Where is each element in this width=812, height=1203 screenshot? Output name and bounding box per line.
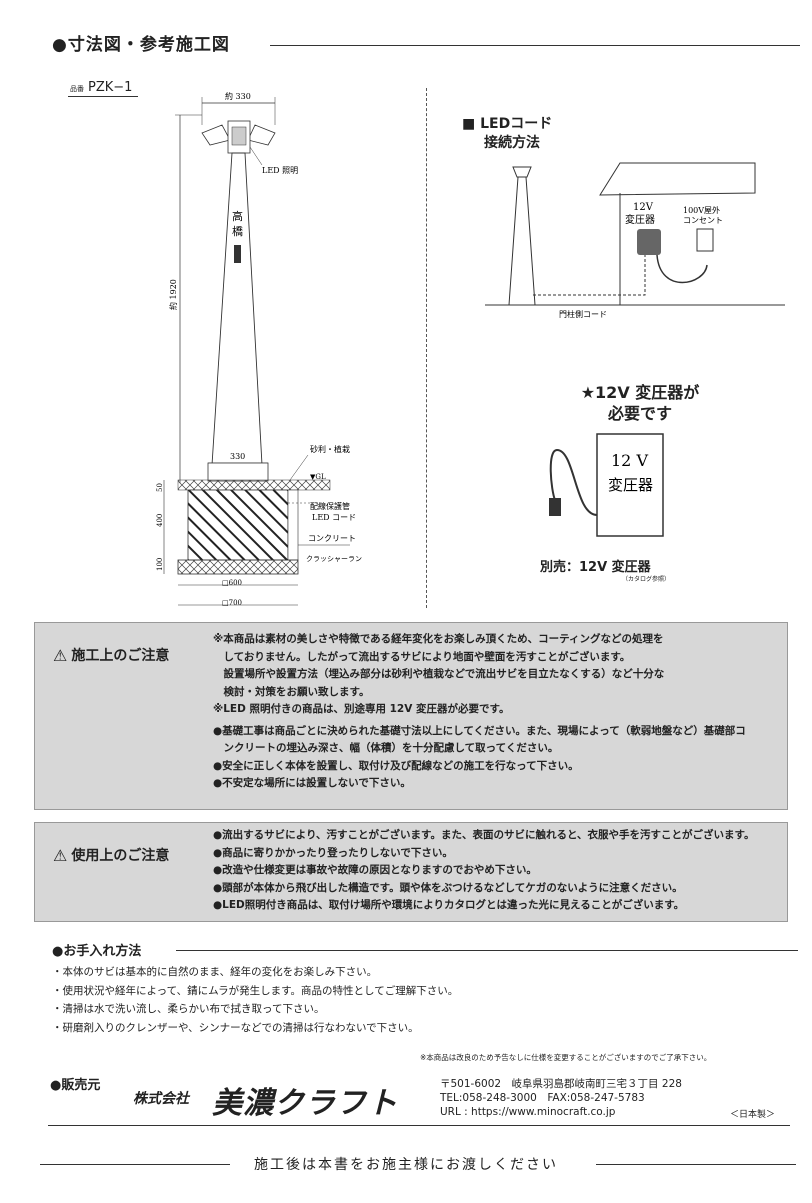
led-title-line2: 接続方法 (484, 135, 540, 151)
usage-notice-heading: ⚠ 使用上のご注意 (53, 845, 169, 865)
dim-600: □600 (222, 579, 242, 587)
seller-label: ●販売元 (50, 1078, 101, 1093)
bottom-rule-right (596, 1164, 796, 1165)
dimension-drawing: 約 330 高 橋 LED 照明 約 1920 330 砂利・植栽 ▼GL 配線… (156, 91, 362, 607)
sold-separately: 別売：12V 変圧器 (540, 560, 651, 575)
post-cord-label: 門柱側コード (559, 309, 607, 319)
dim-400: 400 (156, 514, 164, 527)
gravel-label: 砂利・植栽 (310, 444, 350, 454)
transformer-label-2: 変圧器 (625, 213, 655, 226)
need-line1: ★12V 変圧器が (580, 383, 700, 402)
conduit-label: 配線保護管 (310, 501, 350, 511)
transformer-illustration: 12 V 変圧器 (549, 433, 664, 537)
notice-line: ●安全に正しく本体を設置し、取付け及び配線などの施工を行なって下さい。 (213, 759, 579, 772)
seller-address: 〒501-6002 岐阜県羽島郡岐南町三宅３丁目 228 (440, 1078, 682, 1090)
transformer-box-line1: 12 V (611, 451, 648, 470)
notice-line: ●不安定な場所には設置しないで下さい。 (213, 777, 411, 789)
warning-icon: ⚠ (53, 845, 68, 865)
notice-line: 検討・対策をお願い致します。 (213, 685, 370, 698)
care-rule (176, 950, 798, 951)
care-list: ・本体のサビは基本的に自然のまま、経年の変化をお楽しみ下さい。 ・使用状況や経年… (52, 963, 458, 1037)
transformer-box-line2: 変圧器 (608, 476, 653, 494)
need-line2: 必要です (607, 404, 672, 423)
dim-base-width: 330 (230, 452, 245, 461)
model-prefix: 品番 (70, 85, 84, 93)
care-item: ・研磨剤入りのクレンザーや、シンナーなどでの清掃は行なわないで下さい。 (52, 1021, 419, 1034)
usage-notice: ⚠ 使用上のご注意 ●流出するサビにより、汚すことがございます。また、表面のサビ… (34, 822, 788, 922)
outlet-label-1: 100V屋外 (683, 205, 720, 215)
dim-height: 約 1920 (168, 279, 178, 310)
section-title: ●寸法図・参考施工図 (52, 35, 230, 55)
led-cord-label: LED コード (312, 513, 356, 522)
led-method-title: ■ LEDコード 接続方法 (462, 115, 552, 153)
model-code: PZK−1 (88, 80, 133, 95)
divider-line (426, 88, 427, 608)
construction-notice-text: ※本商品は素材の美しさや特徴である経年変化をお楽しみ頂くため、コーティングなどの… (213, 631, 746, 793)
notice-line: ●頭部が本体から飛び出した構造です。頭や体をぶつけるなどしてケガのないように注意… (213, 881, 683, 894)
notice-line: ●改造や仕様変更は事故や故障の原因となりますのでおやめ下さい。 (213, 864, 537, 876)
seller-contact: 〒501-6002 岐阜県羽島郡岐南町三宅３丁目 228 TEL:058-248… (440, 1077, 682, 1119)
notice-line: ※LED 照明付きの商品は、別途専用 12V 変圧器が必要です。 (213, 703, 510, 715)
company-logo: 美濃クラフト (212, 1086, 398, 1121)
led-title-line1: ■ LEDコード (462, 116, 553, 132)
led-connection-diagram: 12V 変圧器 100V屋外 コンセント 門柱側コード (485, 162, 785, 319)
care-item: ・清掃は水で洗い流し、柔らかい布で拭き取って下さい。 (52, 1003, 325, 1015)
dim-50: 50 (156, 483, 164, 492)
concrete-label: コンクリート (308, 534, 356, 543)
care-item: ・使用状況や経年によって、錆にムラが発生します。商品の特性としてご理解下さい。 (52, 984, 459, 997)
gl-label: ▼GL (310, 473, 326, 481)
nameplate-char-2: 橋 (232, 224, 243, 238)
dim-top-width: 約 330 (225, 91, 251, 101)
construction-notice-title: 施工上のご注意 (71, 648, 170, 664)
led-light-label: LED 照明 (262, 166, 298, 175)
usage-notice-text: ●流出するサビにより、汚すことがございます。また、表面のサビに触れると、衣服や手… (213, 827, 755, 915)
transformer-required: ★12V 変圧器が 必要です (570, 382, 710, 424)
usage-notice-title: 使用上のご注意 (71, 848, 170, 864)
seller-phone: TEL:058-248-3000 FAX:058-247-5783 (440, 1092, 645, 1104)
warning-icon: ⚠ (53, 645, 68, 665)
title-rule (270, 45, 800, 46)
outlet-label-2: コンセント (683, 216, 723, 225)
notice-line: しておりません。したがって流出するサビにより地面や壁面を汚すことがございます。 (213, 650, 631, 663)
notice-line: ンクリートの埋込み深さ、幅（体積）を十分配慮して取ってください。 (213, 742, 559, 754)
notice-line: ●流出するサビにより、汚すことがございます。また、表面のサビに触れると、衣服や手… (213, 829, 755, 841)
seller-url[interactable]: URL : https://www.minocraft.co.jp (440, 1106, 616, 1118)
model-label: 品番 PZK−1 (68, 80, 139, 97)
catalog-note: （カタログ参照） (622, 576, 671, 583)
nameplate-char-1: 高 (232, 209, 243, 223)
dim-100: 100 (156, 558, 164, 571)
handover-message: 施工後は本書をお施主様にお渡しください (254, 1157, 558, 1173)
crusher-label: クラッシャーラン (306, 555, 362, 563)
notice-line: ●商品に寄りかかったり登ったりしないで下さい。 (213, 846, 453, 859)
notice-line: ●基礎工事は商品ごとに決められた基礎寸法以上にしてください。また、現場によって（… (213, 724, 746, 737)
transformer-label-1: 12V (633, 202, 654, 213)
corp-prefix: 株式会社 (133, 1091, 189, 1107)
notice-line: ●LED照明付き商品は、取付け場所や環境によりカタログとは違った光に見えることが… (213, 899, 685, 911)
made-in-japan: ＜日本製＞ (730, 1110, 776, 1120)
care-item: ・本体のサビは基本的に自然のまま、経年の変化をお楽しみ下さい。 (52, 966, 378, 978)
footer-rule (48, 1125, 790, 1126)
construction-notice: ⚠ 施工上のご注意 ※本商品は素材の美しさや特徴である経年変化をお楽しみ頂くため… (34, 622, 788, 810)
notice-line: 設置場所や設置方法（埋込み部分は砂利や植栽などで流出サビを目立たなくする）など十… (213, 668, 665, 680)
construction-notice-heading: ⚠ 施工上のご注意 (53, 645, 169, 665)
bottom-rule-left (40, 1164, 230, 1165)
disclaimer: ※本商品は改良のため予告なしに仕様を変更することがございますのでご了承下さい。 (420, 1053, 712, 1062)
care-title: ●お手入れ方法 (52, 944, 142, 959)
notice-line: ※本商品は素材の美しさや特徴である経年変化をお楽しみ頂くため、コーティングなどの… (213, 633, 664, 645)
dim-700: □700 (222, 599, 242, 607)
